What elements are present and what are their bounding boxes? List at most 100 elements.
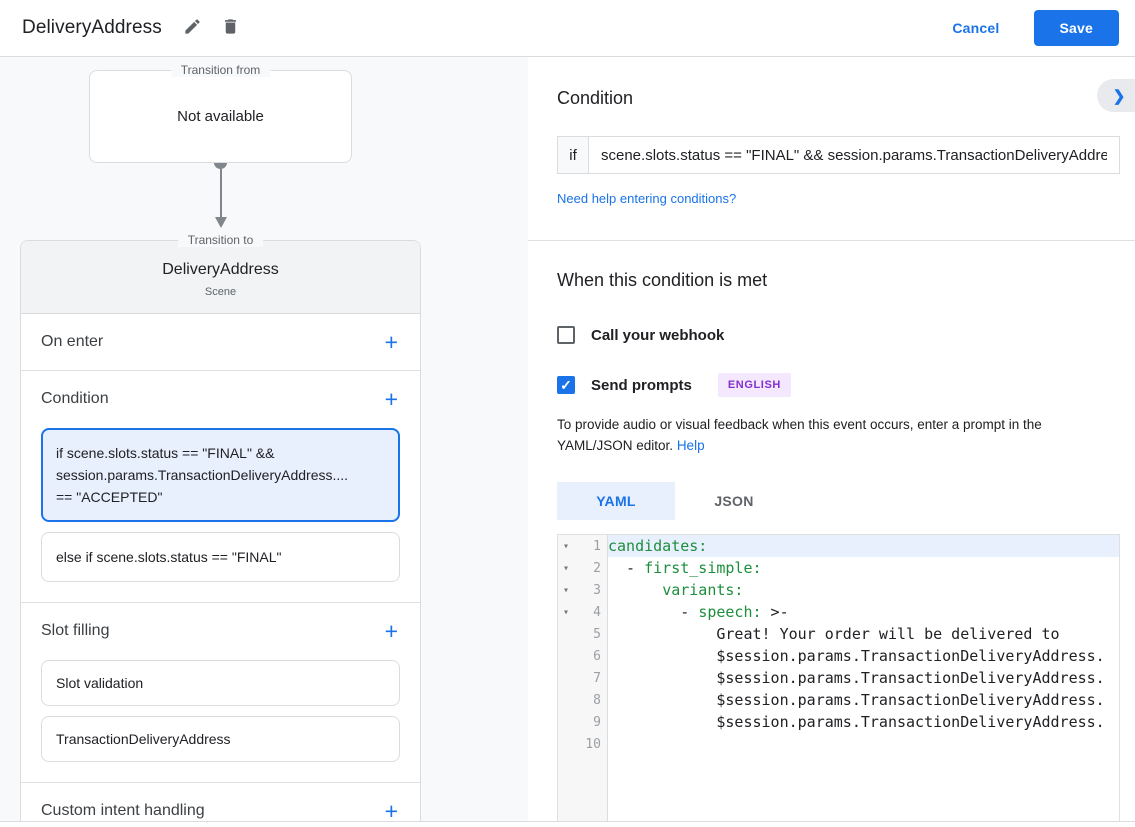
- line-number: 3: [593, 582, 601, 598]
- add-custom-intent-button[interactable]: +: [384, 798, 398, 822]
- condition-editor-section: Condition ❯ if Need help entering condit…: [528, 57, 1135, 241]
- condition-detail-panel: Condition ❯ if Need help entering condit…: [528, 57, 1135, 821]
- slot-filling-section-header[interactable]: Slot filling +: [21, 603, 420, 659]
- chevron-right-icon: ❯: [1112, 87, 1126, 105]
- add-slot-button[interactable]: +: [384, 618, 398, 644]
- scene-card: Transition to DeliveryAddress Scene On e…: [20, 233, 421, 822]
- yaml-key-token: candidates:: [608, 537, 708, 555]
- transition-arrow: [20, 156, 421, 228]
- gutter-row: ▾1: [558, 535, 607, 557]
- send-prompts-label: Send prompts: [591, 376, 692, 394]
- gutter-row: ▾3: [558, 579, 607, 601]
- on-enter-section[interactable]: On enter +: [21, 314, 420, 371]
- help-link[interactable]: Help: [676, 438, 705, 453]
- scene-name: DeliveryAddress: [162, 261, 279, 278]
- slot-card[interactable]: Slot validation: [41, 660, 400, 706]
- on-enter-label: On enter: [41, 333, 104, 350]
- fold-toggle-icon[interactable]: ▾: [562, 540, 570, 552]
- when-met-heading: When this condition is met: [557, 270, 768, 290]
- code-line[interactable]: candidates:: [608, 535, 1119, 557]
- editor-format-tabs: YAML JSON: [557, 482, 1120, 520]
- delete-scene-button[interactable]: [218, 15, 244, 41]
- line-number: 1: [593, 538, 601, 554]
- line-number: 4: [593, 604, 601, 620]
- condition-section: Condition + if scene.slots.status == "FI…: [21, 371, 420, 603]
- tab-yaml[interactable]: YAML: [557, 482, 675, 520]
- arrow-line: [219, 169, 222, 217]
- checkmark-icon: ✓: [560, 377, 572, 393]
- line-number: 6: [593, 648, 601, 664]
- main-content: Transition from Not available Transition…: [0, 57, 1135, 822]
- code-line[interactable]: Great! Your order will be delivered to: [608, 623, 1119, 645]
- gutter-row: 6: [558, 645, 607, 667]
- tab-json[interactable]: JSON: [714, 493, 754, 509]
- code-line[interactable]: [608, 733, 1119, 755]
- editor-code-area[interactable]: candidates: - first_simple: variants: - …: [608, 535, 1119, 821]
- gutter-row: ▾4: [558, 601, 607, 623]
- code-line[interactable]: variants:: [608, 579, 1119, 601]
- code-line[interactable]: $session.params.TransactionDeliveryAddre…: [608, 689, 1119, 711]
- line-number: 8: [593, 692, 601, 708]
- code-line[interactable]: - speech: >-: [608, 601, 1119, 623]
- send-prompts-checkbox[interactable]: ✓: [557, 376, 575, 394]
- add-on-enter-button[interactable]: +: [384, 329, 398, 355]
- gutter-row: ▾2: [558, 557, 607, 579]
- yaml-key-token: variants:: [662, 581, 744, 599]
- pencil-icon: [183, 17, 202, 39]
- condition-cards-list: if scene.slots.status == "FINAL" && sess…: [21, 427, 420, 602]
- gutter-row: 10: [558, 733, 607, 755]
- fold-toggle-icon[interactable]: ▾: [562, 584, 570, 596]
- condition-section-label: Condition: [41, 390, 109, 407]
- call-webhook-checkbox[interactable]: [557, 326, 575, 344]
- condition-help-link[interactable]: Need help entering conditions?: [557, 191, 737, 206]
- yaml-text-token: $session.params.TransactionDeliveryAddre…: [608, 669, 1105, 687]
- line-number: 2: [593, 560, 601, 576]
- save-button[interactable]: Save: [1033, 10, 1119, 46]
- call-webhook-label: Call your webhook: [591, 326, 725, 344]
- if-prefix: if: [557, 136, 589, 174]
- transition-from-value: Not available: [177, 108, 264, 125]
- line-number: 10: [585, 736, 601, 752]
- collapse-panel-button[interactable]: ❯: [1097, 79, 1135, 112]
- prompt-description: To provide audio or visual feedback when…: [557, 414, 1120, 456]
- yaml-text-token: [608, 581, 662, 599]
- code-line[interactable]: $session.params.TransactionDeliveryAddre…: [608, 645, 1119, 667]
- condition-expression-row: if: [557, 136, 1120, 174]
- edit-scene-button[interactable]: [180, 15, 206, 41]
- code-line[interactable]: - first_simple:: [608, 557, 1119, 579]
- condition-section-header[interactable]: Condition +: [21, 371, 420, 427]
- send-prompts-row: ✓ Send prompts ENGLISH: [557, 373, 1120, 397]
- cancel-button[interactable]: Cancel: [952, 20, 1000, 36]
- yaml-text-token: >-: [761, 603, 789, 621]
- code-line[interactable]: $session.params.TransactionDeliveryAddre…: [608, 711, 1119, 733]
- page-title: DeliveryAddress: [22, 17, 162, 38]
- yaml-text-token: $session.params.TransactionDeliveryAddre…: [608, 647, 1105, 665]
- slot-filling-label: Slot filling: [41, 622, 110, 639]
- transition-from-legend: Transition from: [170, 63, 271, 77]
- custom-intent-section[interactable]: Custom intent handling +: [21, 783, 420, 822]
- fold-toggle-icon[interactable]: ▾: [562, 562, 570, 574]
- condition-expression-input[interactable]: [589, 136, 1120, 174]
- line-number: 7: [593, 670, 601, 686]
- custom-intent-label: Custom intent handling: [41, 802, 205, 819]
- gutter-row: 8: [558, 689, 607, 711]
- trash-icon: [221, 17, 240, 39]
- language-badge: ENGLISH: [717, 373, 791, 397]
- scene-type-label: Scene: [204, 286, 237, 298]
- yaml-text-token: $session.params.TransactionDeliveryAddre…: [608, 713, 1105, 731]
- transition-from-box: Transition from Not available: [89, 63, 352, 163]
- condition-handler-section: When this condition is met Call your web…: [528, 241, 1135, 821]
- slot-card[interactable]: TransactionDeliveryAddress: [41, 716, 400, 762]
- fold-toggle-icon[interactable]: ▾: [562, 606, 570, 618]
- line-number: 9: [593, 714, 601, 730]
- add-condition-button[interactable]: +: [384, 386, 398, 412]
- condition-card[interactable]: if scene.slots.status == "FINAL" && sess…: [41, 428, 400, 522]
- app-header: DeliveryAddress Cancel Save: [0, 0, 1135, 57]
- condition-card[interactable]: else if scene.slots.status == "FINAL": [41, 532, 400, 582]
- arrow-head-icon: [214, 217, 227, 228]
- code-line[interactable]: $session.params.TransactionDeliveryAddre…: [608, 667, 1119, 689]
- line-number: 5: [593, 626, 601, 642]
